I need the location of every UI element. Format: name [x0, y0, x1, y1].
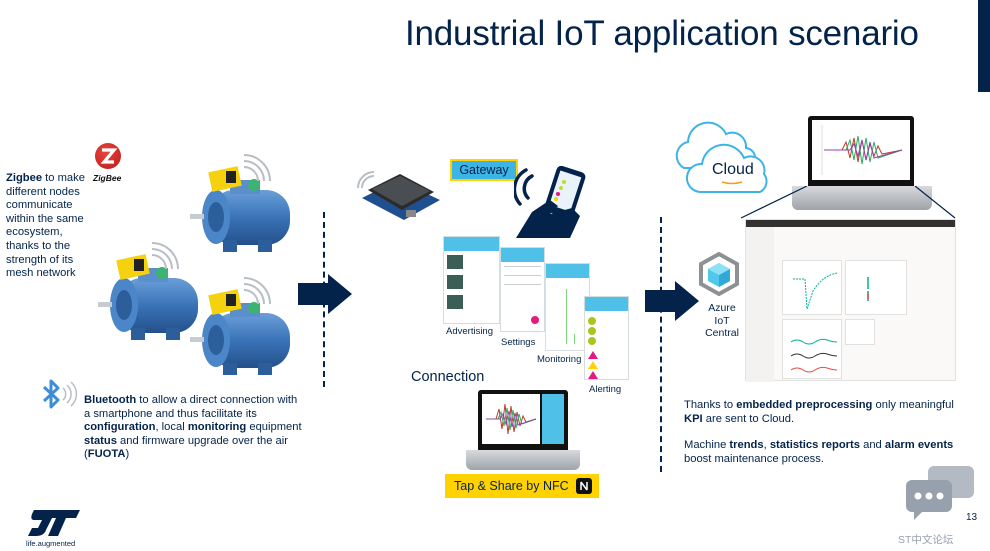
zigbee-keyword: Zigbee [6, 172, 43, 184]
forum-chat-icon [906, 466, 974, 520]
connection-label: Connection [411, 369, 485, 385]
body-text: equipment [246, 421, 302, 434]
screen-settings [500, 247, 545, 332]
arrow-right-icon [645, 281, 699, 321]
bluetooth-icon [42, 379, 78, 409]
motors-illustration [98, 154, 290, 375]
st-tagline: life.augmented [26, 539, 76, 548]
zoom-connector-lines [740, 186, 956, 219]
body-text: , local [155, 421, 188, 434]
screen-alerting [584, 296, 629, 380]
emphasis-text: status [84, 434, 117, 447]
title-accent-bar [978, 0, 990, 92]
screen-monitoring [545, 263, 590, 351]
azure-iot-central-icon [699, 252, 739, 296]
emphasis-text: embedded preprocessing [736, 399, 873, 411]
nfc-label: Tap & Share by NFC [445, 474, 599, 498]
screen-label-alerting: Alerting [589, 384, 622, 395]
emphasis-text: monitoring [187, 421, 247, 434]
emphasis-text: alarm events [884, 439, 954, 452]
body-text: and [859, 439, 885, 452]
laptop-cloud-image [808, 116, 914, 186]
hand-phone-icon [514, 166, 586, 238]
emphasis-text: Bluetooth [84, 394, 137, 406]
body-text: boost maintenance process. [684, 452, 824, 465]
motor-bottom-right [190, 277, 290, 375]
gateway-label: Gateway [450, 159, 518, 181]
gateway-board-image [357, 171, 440, 220]
zigbee-description-rest: to make different nodes communicate with… [6, 172, 85, 280]
screen-label-settings: Settings [501, 337, 536, 348]
emphasis-text: FUOTA [87, 448, 126, 461]
body-text: , [763, 439, 770, 452]
cloud-description: Thanks to embedded preprocessing only me… [684, 399, 974, 479]
vibration-waveform [821, 125, 903, 175]
nfc-label-text: Tap & Share by NFC [454, 479, 569, 493]
body-text: and firmware upgrade over the air ( [84, 434, 288, 461]
slide-title: Industrial IoT application scenario [405, 14, 919, 53]
arrow-right-icon [298, 274, 352, 314]
screen-advertising [443, 236, 500, 324]
azure-dashboard-screenshot [745, 219, 956, 382]
cloud-icon [675, 121, 768, 193]
page-number: 13 [966, 512, 978, 523]
body-text: ) [125, 448, 130, 461]
cloud-label: Cloud [712, 161, 754, 178]
body-text: Machine [684, 439, 730, 452]
emphasis-text: KPI [684, 412, 703, 425]
st-logo-icon [28, 510, 80, 536]
node-status-dot [248, 302, 260, 314]
bluetooth-description: Bluetooth to allow a direct connection w… [84, 394, 304, 462]
forum-watermark: ST中文论坛 [898, 534, 954, 546]
body-text: to allow a direct connection with a smar… [84, 394, 298, 420]
zigbee-wordmark: ZigBee [93, 173, 122, 183]
body-text: are sent to Cloud. [702, 412, 795, 425]
zigbee-logo-icon [95, 143, 121, 169]
motor-top-right [190, 154, 290, 252]
emphasis-text: statistics reports [769, 439, 860, 452]
screen-label-monitoring: Monitoring [537, 354, 582, 365]
emphasis-text: trends [729, 439, 764, 452]
body-text: Thanks to [684, 399, 737, 411]
node-status-dot [156, 267, 168, 279]
zigbee-description: Zigbee to make different nodes communica… [6, 172, 90, 281]
nfc-icon [576, 478, 592, 494]
cloud-description-p2: Machine trends, statistics reports and a… [684, 439, 974, 466]
motor-left [98, 242, 198, 340]
section-divider-right [660, 217, 662, 472]
body-text: only meaningful [872, 399, 954, 411]
laptop-connection-image [478, 390, 568, 450]
node-status-dot [248, 179, 260, 191]
screen-label-advertising: Advertising [446, 326, 493, 337]
azure-iot-central-label: Azure IoT Central [705, 302, 739, 339]
vibration-waveform [486, 403, 537, 435]
emphasis-text: configuration [84, 421, 156, 434]
cloud-description-p1: Thanks to embedded preprocessing only me… [684, 399, 974, 426]
